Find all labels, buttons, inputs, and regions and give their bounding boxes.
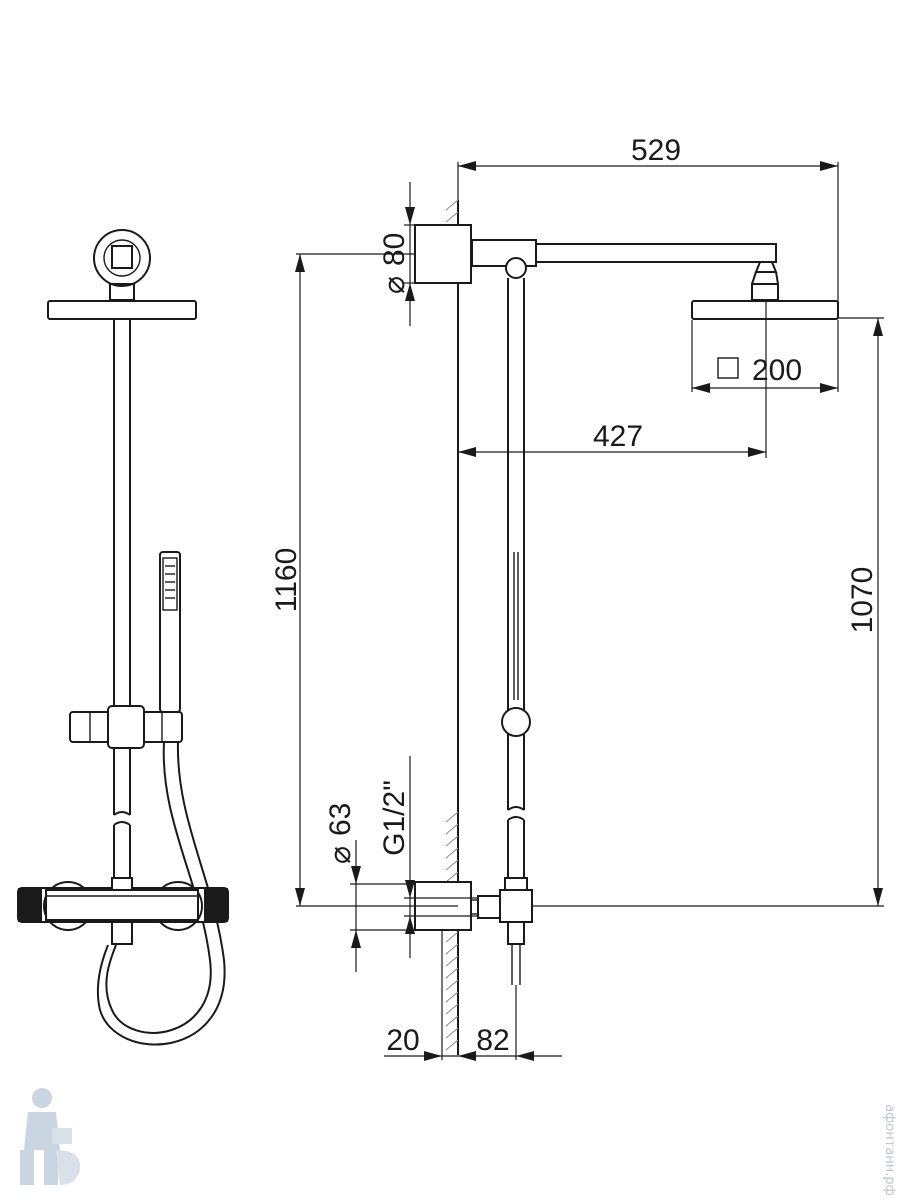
dimension-lines — [295, 161, 884, 1061]
dim-label-wall-flange: 80 — [378, 233, 411, 266]
shower-arm — [535, 243, 777, 263]
dim-label-arm-length: 529 — [631, 134, 681, 167]
slider-knob-side — [501, 707, 531, 737]
square-symbol — [717, 357, 739, 379]
wall-flange-top — [414, 224, 472, 284]
watermark-logo — [20, 1088, 81, 1185]
dim-label-wall-gap: 20 — [386, 1024, 419, 1057]
dim-label-head-offset: 427 — [593, 420, 643, 453]
dimension-labels: 529 427 200 1160 1070 ⌀ 80 ⌀ 63 G1/2" 20… — [270, 134, 879, 1057]
mixer-body-side — [499, 889, 533, 923]
wall-mount-disc — [93, 229, 151, 287]
dim-label-total-height: 1160 — [270, 548, 303, 613]
dim-label-inlet-flange: 63 — [324, 803, 357, 836]
watermark-text: афонтанн.рф — [882, 1104, 897, 1196]
dim-label-inlet-thread: G1/2" — [378, 780, 411, 856]
dim-label-head-height: 1070 — [846, 567, 879, 634]
dim-label-inlet-projection: 82 — [476, 1024, 509, 1057]
hose-front — [105, 741, 212, 1034]
shower-head-front — [47, 300, 197, 320]
front-view — [17, 229, 229, 1046]
diameter-symbol-bottom: ⌀ — [324, 846, 357, 864]
diameter-symbol-top: ⌀ — [378, 276, 411, 294]
side-view — [414, 199, 839, 1055]
shower-head-side — [691, 300, 839, 320]
dim-label-head-size: 200 — [752, 354, 802, 387]
